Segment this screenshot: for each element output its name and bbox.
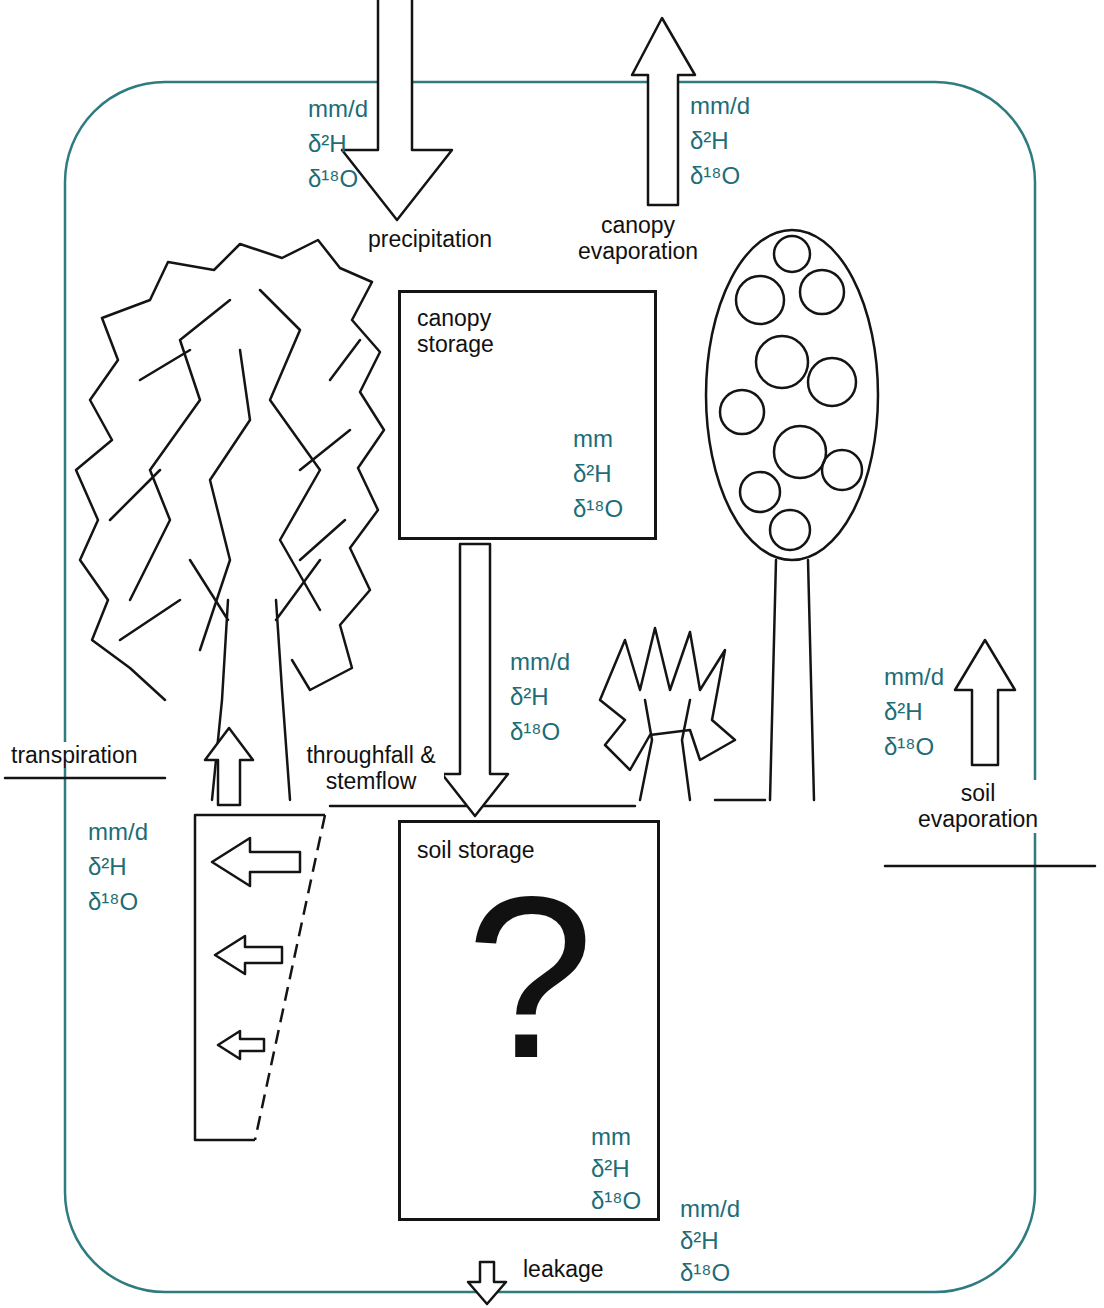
unit-label: mm/d bbox=[680, 1195, 740, 1223]
leaf-curl bbox=[774, 426, 826, 478]
tree-crown bbox=[706, 230, 878, 560]
evaporation-arrow bbox=[955, 640, 1015, 765]
unit-label: δ¹⁸O bbox=[88, 888, 138, 916]
flux-label: throughfall & stemflow bbox=[298, 742, 444, 795]
unit-label: δ¹⁸O bbox=[884, 733, 934, 761]
transpiration-arrow bbox=[205, 728, 253, 805]
leaf-curl bbox=[800, 270, 844, 314]
leaf-curl bbox=[720, 390, 764, 434]
ground-line bbox=[885, 865, 1095, 868]
throughfall-arrow bbox=[442, 544, 508, 816]
unit-label: δ²H bbox=[690, 127, 729, 155]
flux-arrows bbox=[205, 0, 1015, 1304]
unit-label: mm/d bbox=[308, 95, 368, 123]
leaf-curl bbox=[770, 510, 810, 550]
unit-label: δ²H bbox=[680, 1227, 719, 1255]
unit-label: mm/d bbox=[884, 663, 944, 691]
leaf-curl bbox=[756, 336, 808, 388]
unit-label: δ²H bbox=[510, 683, 549, 711]
ground-line bbox=[5, 777, 165, 780]
unit-label: δ²H bbox=[884, 698, 923, 726]
uptake-arrow bbox=[218, 1031, 264, 1059]
storage-box: canopy storage mm δ²H δ¹⁸O bbox=[398, 290, 657, 540]
flux-label: transpiration bbox=[8, 742, 141, 768]
system-frame bbox=[65, 82, 1035, 1292]
bush-crown bbox=[600, 628, 735, 770]
evaporation-arrow bbox=[632, 18, 695, 205]
bush-stem bbox=[640, 700, 690, 800]
unit-label: mm/d bbox=[510, 648, 570, 676]
unit-label: δ²H bbox=[591, 1155, 630, 1183]
root-zone bbox=[195, 815, 325, 1140]
unit-label: δ¹⁸O bbox=[308, 165, 358, 193]
storage-title: canopy storage bbox=[417, 305, 547, 358]
flux-label: precipitation bbox=[365, 226, 495, 252]
leakage-arrow bbox=[468, 1262, 506, 1304]
unit-label: mm/d bbox=[690, 92, 750, 120]
unit-label: mm bbox=[573, 425, 613, 453]
unit-label: δ²H bbox=[88, 853, 127, 881]
leaf-curl bbox=[808, 358, 856, 406]
uptake-arrow bbox=[212, 838, 300, 886]
unit-label: mm bbox=[591, 1123, 631, 1151]
leaf-curl bbox=[740, 472, 780, 512]
flux-label: soil evaporation bbox=[905, 780, 1051, 833]
unit-label: mm/d bbox=[88, 818, 148, 846]
tree-leaves bbox=[110, 290, 360, 650]
storage-title: soil storage bbox=[417, 837, 535, 863]
leaf-curl bbox=[736, 276, 784, 324]
unit-label: δ²H bbox=[573, 460, 612, 488]
leaf-curl bbox=[822, 450, 862, 490]
unit-label: δ²H bbox=[308, 130, 347, 158]
tree-leaves bbox=[720, 236, 862, 550]
unit-label: δ¹⁸O bbox=[591, 1187, 641, 1215]
uptake-arrow bbox=[215, 936, 282, 974]
unit-label: δ¹⁸O bbox=[510, 718, 560, 746]
tree-crown bbox=[76, 240, 384, 700]
question-mark: ? bbox=[466, 863, 594, 1093]
storage-box: soil storage? mm δ²H δ¹⁸O bbox=[398, 820, 660, 1221]
unit-label: δ¹⁸O bbox=[680, 1259, 730, 1287]
ground-line bbox=[715, 799, 765, 802]
leaf-curl bbox=[774, 236, 810, 272]
tree-trunk bbox=[770, 560, 814, 800]
flux-label: leakage bbox=[520, 1256, 607, 1282]
root-zone-outline bbox=[195, 815, 325, 1140]
flux-label: canopy evaporation bbox=[570, 212, 706, 265]
unit-label: δ¹⁸O bbox=[690, 162, 740, 190]
unit-label: δ¹⁸O bbox=[573, 495, 623, 523]
